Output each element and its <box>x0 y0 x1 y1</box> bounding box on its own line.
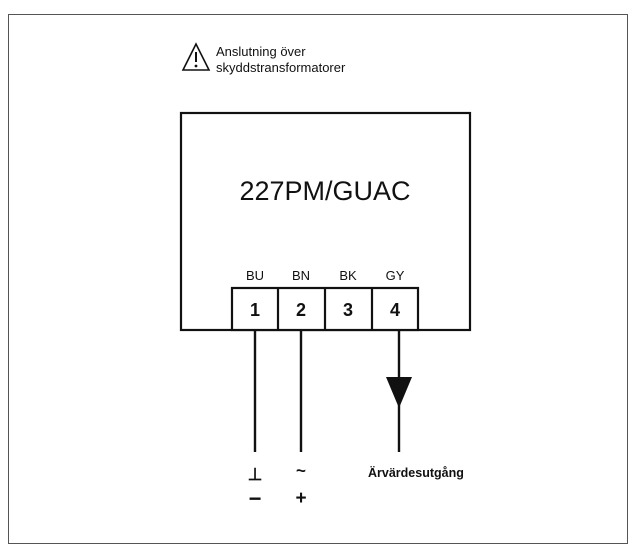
wire-label-3: BK <box>339 268 357 283</box>
wire-label-2: BN <box>292 268 310 283</box>
arrow-down-icon <box>386 377 412 408</box>
warning-triangle-icon <box>181 42 211 71</box>
ac-symbol: ~ <box>296 461 306 480</box>
diagram-frame: Anslutning över skyddstransformatorer 22… <box>8 14 628 544</box>
wire-label-1: BU <box>246 268 264 283</box>
ground-symbol: ⊥ <box>248 465 263 484</box>
terminal-number-3: 3 <box>343 300 353 320</box>
terminal-number-2: 2 <box>296 300 306 320</box>
terminal-block <box>230 286 420 332</box>
wiring-diagram: Anslutning över skyddstransformatorer 22… <box>179 42 472 511</box>
device-model: 227PM/GUAC <box>239 176 410 206</box>
terminal-number-1: 1 <box>250 300 260 320</box>
output-label: Ärvärdesutgång <box>368 465 464 480</box>
polarity-plus: + <box>295 488 306 509</box>
warning-text-line1: Anslutning över <box>216 44 306 59</box>
terminal-number-4: 4 <box>390 300 400 320</box>
warning-text-line2: skyddstransformatorer <box>216 60 346 75</box>
wire-label-4: GY <box>386 268 405 283</box>
polarity-minus: − <box>249 486 262 511</box>
